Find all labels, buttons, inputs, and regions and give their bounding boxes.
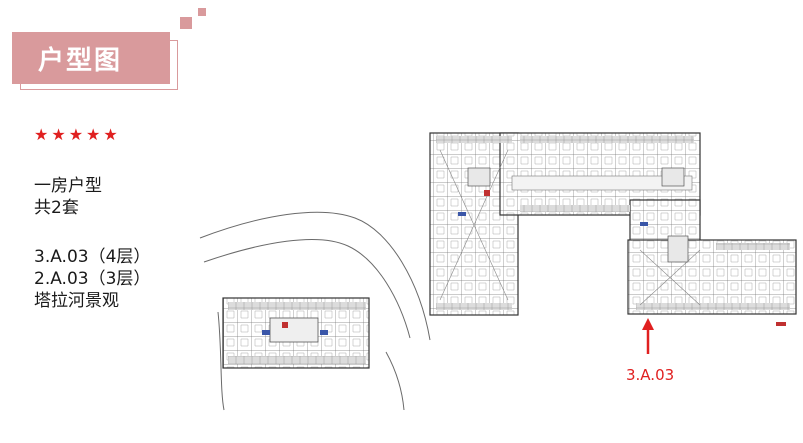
rating-stars: ★★★★★ (34, 125, 121, 144)
title-block: 户型图 (12, 32, 178, 90)
floor-plan-building (429, 132, 797, 326)
unit-location-1: 3.A.03（4层） (34, 247, 151, 267)
title-background (12, 32, 170, 84)
site-plan-building (222, 297, 370, 369)
unit-type: 一房户型 (34, 176, 102, 196)
site-curves (199, 211, 431, 411)
page-title: 户型图 (38, 46, 123, 76)
unit-marker-label: 3.A.03 (626, 366, 675, 384)
unit-count: 共2套 (34, 198, 79, 218)
decor-square-large (180, 17, 192, 29)
decor-square-small (198, 8, 206, 16)
unit-location-2: 2.A.03（3层） (34, 269, 151, 289)
unit-marker-arrow (642, 318, 654, 354)
unit-view: 塔拉河景观 (34, 291, 119, 311)
